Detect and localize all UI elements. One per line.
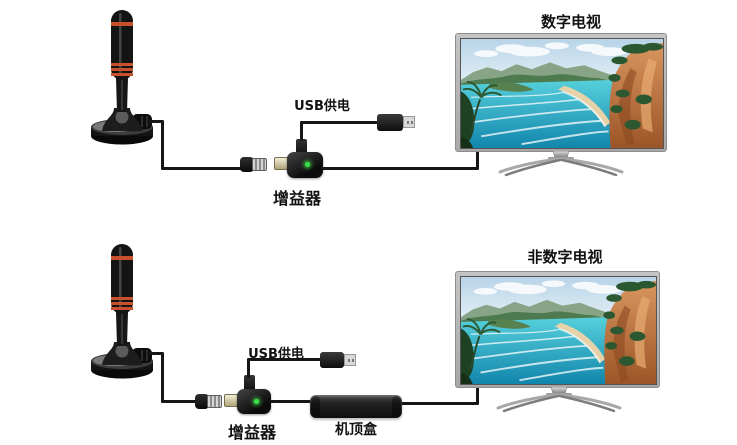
amplifier-led (254, 399, 259, 404)
coax-cable-segment (161, 352, 164, 403)
coax-male-connector (195, 394, 209, 409)
usb-power-label: USB供电 (294, 99, 350, 114)
usb-power-label: USB供电 (248, 347, 304, 362)
coax-male-connector (240, 157, 254, 172)
usb-plug (377, 114, 403, 131)
coax-cable-segment (161, 120, 164, 170)
signal-amplifier (287, 152, 323, 178)
amplifier-label: 增益器 (272, 189, 322, 208)
tv-screen (460, 276, 657, 385)
coax-connector-ferrule (252, 158, 267, 171)
usb-power-cable (247, 358, 250, 378)
tv-cable-segment (398, 402, 479, 405)
amplifier-label: 增益器 (227, 423, 277, 442)
coax-cable-segment (147, 352, 164, 355)
signal-amplifier (237, 389, 271, 414)
tv-cable-segment (476, 150, 479, 170)
tv-cable-segment (476, 386, 479, 405)
set-top-box-end-cap (311, 396, 320, 417)
amplifier-coax-port (224, 394, 238, 407)
usb-power-cable (300, 121, 379, 124)
tv-screen (460, 38, 664, 149)
coax-connector-ferrule (207, 395, 222, 408)
non-digital-tv (455, 271, 660, 388)
stb-cable-segment (269, 400, 314, 403)
digital-tv-label: 数字电视 (540, 13, 602, 31)
coax-cable-segment (147, 120, 164, 123)
amplifier-led (305, 162, 310, 167)
usb-plug (320, 352, 344, 368)
coax-cable-segment (161, 167, 243, 170)
tv-cable-segment (321, 167, 479, 170)
set-top-box-label: 机顶盒 (335, 422, 377, 438)
set-top-box (310, 395, 402, 418)
non-digital-tv-label: 非数字电视 (527, 248, 603, 266)
amplifier-usb-port (296, 139, 307, 155)
usb-plug-metal-tip (403, 116, 415, 128)
usb-power-cable (300, 121, 303, 141)
usb-plug-metal-tip (344, 354, 356, 366)
coax-cable-segment (161, 400, 198, 403)
antenna-icon (85, 242, 155, 382)
set-top-box-end-cap (392, 396, 401, 417)
amplifier-usb-port (244, 375, 255, 391)
tv-stand (494, 387, 624, 413)
usb-power-cable (247, 358, 322, 361)
